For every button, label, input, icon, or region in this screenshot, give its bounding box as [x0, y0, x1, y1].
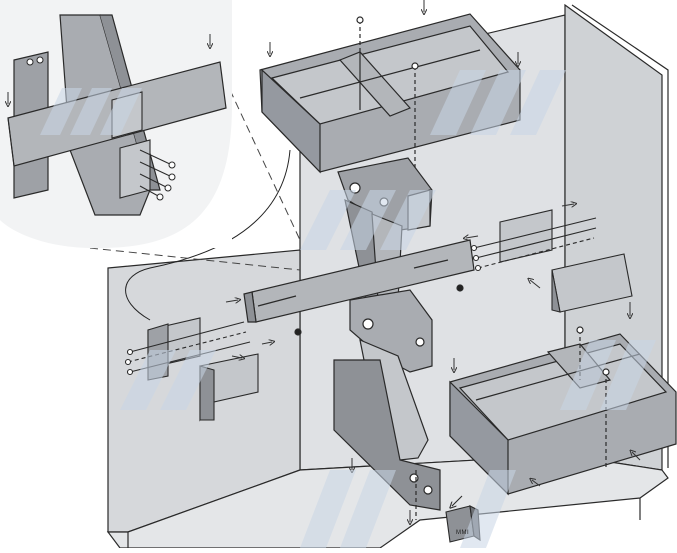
lift-base-plate — [333, 359, 441, 511]
lift-lower-plate — [349, 289, 433, 373]
detail-screws — [139, 149, 176, 201]
detail-angle-bracket — [119, 139, 151, 199]
direction-arrows — [225, 0, 641, 522]
watermark-marks — [40, 70, 656, 548]
part-tag-label: MMI — [456, 530, 470, 536]
middle-rail — [243, 239, 475, 336]
detail-leader-line — [125, 149, 291, 321]
right-side-brackets — [470, 209, 633, 313]
